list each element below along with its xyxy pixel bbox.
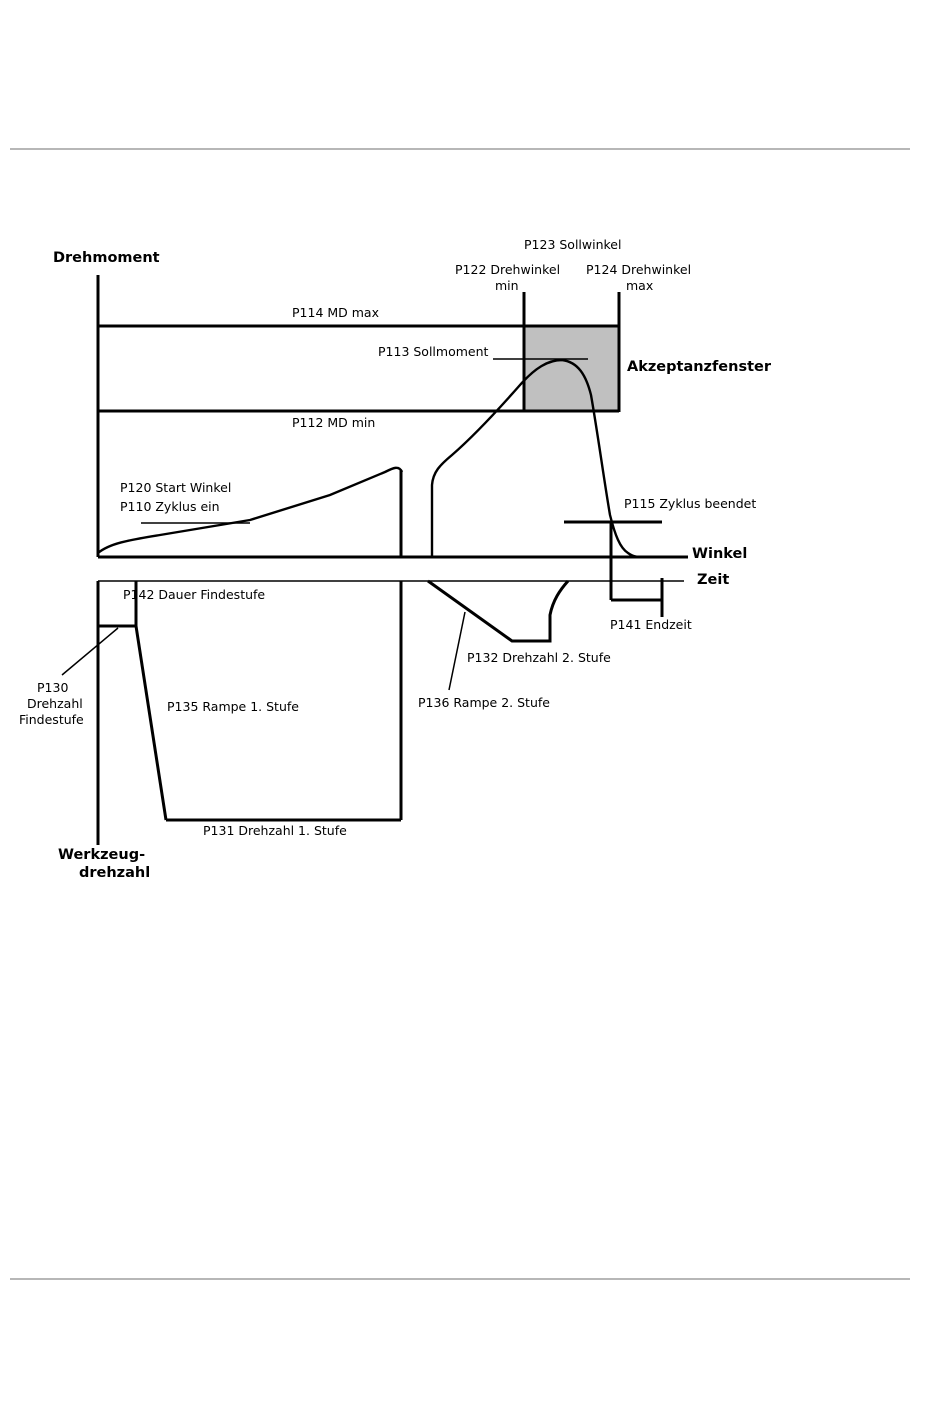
p136-pointer (448, 611, 466, 691)
p110-label: P110 Zyklus ein (120, 499, 220, 514)
drehmoment-label: Drehmoment (53, 250, 160, 266)
werkzeug-label-line2: drehzahl (79, 865, 150, 881)
p142-label: P142 Dauer Findestufe (123, 587, 265, 602)
p122-label-line1: P122 Drehwinkel (455, 262, 560, 277)
torque-curve-stage1 (97, 466, 404, 554)
p113-label: P113 Sollmoment (378, 344, 489, 359)
p135-label: P135 Rampe 1. Stufe (167, 699, 299, 714)
winkel-label: Winkel (692, 546, 747, 562)
torque-curve-stage2 (430, 358, 641, 559)
p122-label-line2: min (495, 278, 519, 293)
p132-label: P132 Drehzahl 2. Stufe (467, 650, 611, 665)
rampe1-line (134, 625, 168, 821)
p120-label: P120 Start Winkel (120, 480, 231, 495)
p115-label: P115 Zyklus beendet (624, 496, 756, 511)
p130-label-line1: P130 (37, 680, 68, 695)
acceptance-window (524, 326, 619, 412)
p130-label-line3: Findestufe (19, 712, 84, 727)
p112-label: P112 MD min (292, 415, 375, 430)
p130-label-line2: Drehzahl (27, 696, 83, 711)
p136-label: P136 Rampe 2. Stufe (418, 695, 550, 710)
p114-label: P114 MD max (292, 305, 379, 320)
p131-label: P131 Drehzahl 1. Stufe (203, 823, 347, 838)
p130-pointer (61, 627, 119, 676)
zeit-label: Zeit (697, 572, 729, 588)
p123-label: P123 Sollwinkel (524, 237, 621, 252)
p124-label-line2: max (626, 278, 653, 293)
werkzeug-label-line1: Werkzeug- (58, 847, 145, 863)
akzeptanz-label: Akzeptanzfenster (627, 359, 772, 375)
rpm-curve-stage2 (427, 579, 570, 643)
p124-label-line1: P124 Drehwinkel (586, 262, 691, 277)
p141-label: P141 Endzeit (610, 617, 692, 632)
